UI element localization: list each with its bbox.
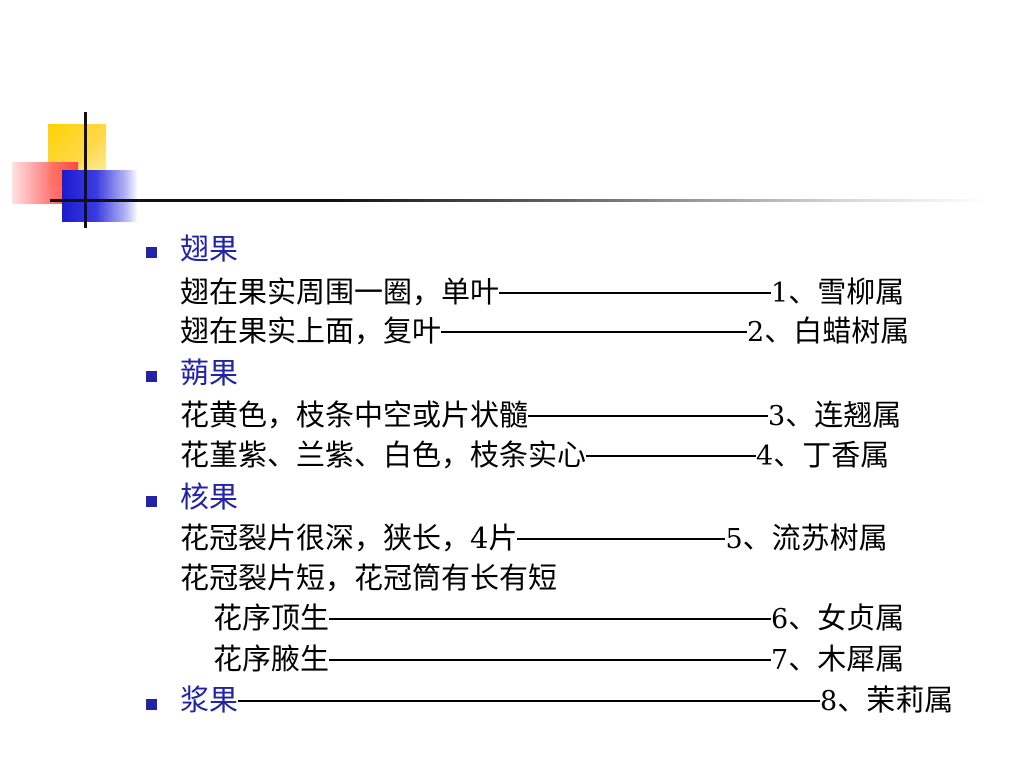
key-line: 翅在果实周围一圈，单叶 1、雪柳属 — [180, 272, 904, 314]
genus-name: 丁香属 — [802, 438, 890, 472]
key-line: 花冠裂片短，花冠筒有长有短 — [180, 558, 557, 598]
key-separator: 、 — [742, 521, 772, 555]
leader-line — [238, 700, 821, 702]
key-separator: 、 — [764, 314, 794, 348]
genus-name: 连翘属 — [814, 398, 902, 432]
key-text: 花序顶生 — [213, 601, 330, 635]
key-text: 翅在果实周围一圈，单叶 — [180, 275, 500, 309]
genus-name: 白蜡树属 — [793, 314, 910, 348]
key-text: 花黄色，枝条中空或片状髓 — [180, 398, 529, 432]
key-number: 5 — [725, 524, 743, 555]
key-text: 花冠裂片很深，狭长，4片 — [180, 521, 518, 555]
leader-line — [441, 331, 748, 333]
key-number: 1 — [771, 278, 789, 309]
section-heading: 翅果 — [180, 232, 239, 266]
leader-line — [329, 659, 772, 661]
key-line: 翅在果实上面，复叶 2、白蜡树属 — [180, 311, 909, 353]
genus-name: 雪柳属 — [817, 275, 905, 309]
key-number: 2 — [747, 317, 765, 348]
key-separator: 、 — [788, 275, 818, 309]
key-line: 花堇紫、兰紫、白色，枝条实心 4、丁香属 — [180, 435, 889, 477]
key-number: 8 — [820, 686, 838, 717]
decor-vertical-line — [84, 112, 87, 228]
key-text: 花冠裂片短，花冠筒有长有短 — [180, 561, 558, 595]
leader-line — [586, 455, 757, 457]
key-text: 花序腋生 — [213, 642, 330, 676]
genus-name: 木犀属 — [817, 642, 905, 676]
key-line: 花序顶生 6、女贞属 — [213, 598, 904, 640]
key-number: 6 — [771, 604, 789, 635]
key-number: 3 — [768, 401, 786, 432]
key-line: 花冠裂片很深，狭长，4片 5、流苏树属 — [180, 518, 888, 560]
key-separator: 、 — [785, 398, 815, 432]
key-text: 翅在果实上面，复叶 — [180, 314, 442, 348]
key-line: 浆果 8、茉莉属 — [180, 680, 953, 722]
genus-name: 流苏树属 — [771, 521, 888, 555]
key-number: 4 — [756, 441, 774, 472]
title-underline — [50, 199, 990, 202]
leader-line — [499, 292, 772, 294]
bullet-icon — [146, 496, 157, 507]
key-text: 花堇紫、兰紫、白色，枝条实心 — [180, 438, 587, 472]
key-number: 7 — [771, 645, 789, 676]
bullet-icon — [146, 371, 157, 382]
key-separator: 、 — [773, 438, 803, 472]
genus-name: 女贞属 — [817, 601, 905, 635]
section-heading: 浆果 — [180, 683, 239, 717]
key-line: 花序腋生 7、木犀属 — [213, 639, 904, 681]
bullet-icon — [146, 247, 157, 258]
leader-line — [528, 415, 769, 417]
section-heading: 蒴果 — [180, 356, 239, 390]
leader-line — [517, 538, 726, 540]
section-heading: 核果 — [180, 480, 239, 514]
key-separator: 、 — [788, 601, 818, 635]
bullet-icon — [146, 699, 157, 710]
key-separator: 、 — [837, 683, 867, 717]
genus-name: 茉莉属 — [866, 683, 954, 717]
key-separator: 、 — [788, 642, 818, 676]
decor-blue-square — [62, 170, 138, 222]
leader-line — [329, 618, 772, 620]
key-line: 花黄色，枝条中空或片状髓 3、连翘属 — [180, 395, 901, 437]
